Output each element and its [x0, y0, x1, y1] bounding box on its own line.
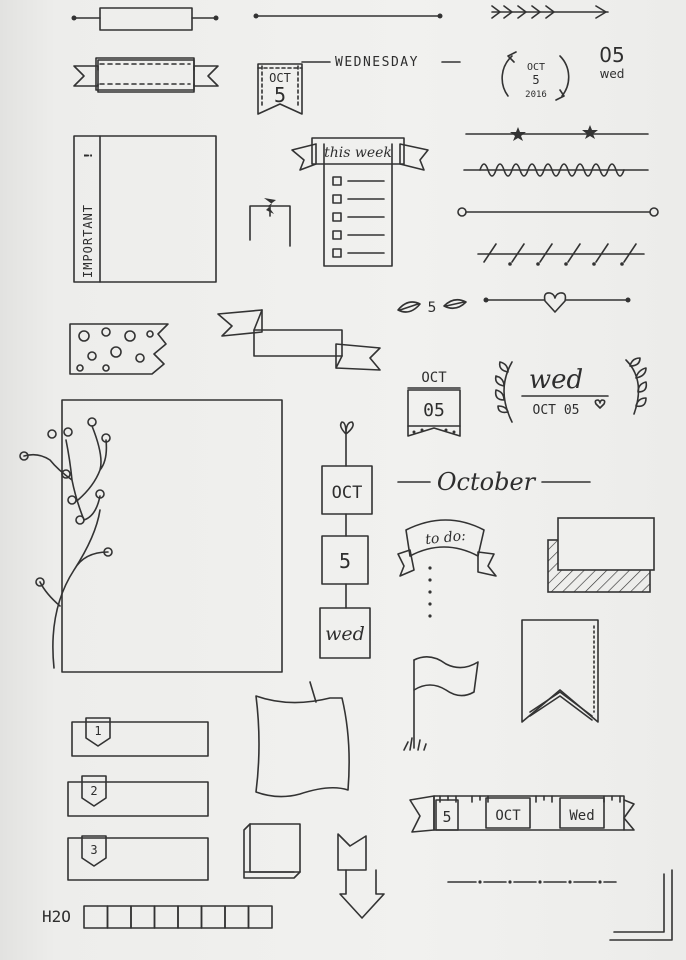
october-label: October: [437, 468, 537, 496]
weekday-label: WEDNESDAY: [335, 55, 419, 70]
top-line-box: [71, 7, 219, 31]
bookmark-ribbon: [521, 619, 599, 723]
oct-05-tab: [407, 387, 461, 437]
clip-corner-frame: [249, 198, 291, 247]
ruler-day: 5: [442, 808, 451, 826]
top-divider-dots: [253, 13, 443, 19]
folded-banner: [217, 309, 381, 371]
numbered-tab-boxes: [67, 717, 209, 881]
water-cup-box[interactable]: [83, 905, 109, 929]
tab-number-2: 2: [90, 784, 97, 798]
date-flag-oct: [257, 63, 303, 115]
circle-end-divider: [457, 207, 659, 217]
stitched-ribbon-banner: [73, 57, 219, 93]
oct-tab-day: 05: [423, 400, 445, 421]
ruler-date-banner: [409, 795, 635, 833]
wreath-date: OCT 05: [533, 403, 580, 418]
water-tracker: [83, 905, 273, 929]
corner-date-weekday: wed: [600, 67, 625, 81]
large-frame: [61, 399, 283, 673]
water-cup-box[interactable]: [247, 905, 273, 929]
down-arrow-icon: [337, 833, 385, 919]
star-divider: [465, 125, 649, 141]
scroll-paper: [255, 681, 350, 798]
water-cup-box[interactable]: [224, 905, 250, 929]
todo-banner: [397, 519, 497, 618]
wreath-weekday: wed: [529, 365, 583, 395]
date-flag-day: 5: [274, 83, 286, 107]
polka-dot-washi-tape: [69, 323, 169, 375]
circle-date-wreath: [501, 51, 570, 101]
water-cup-box[interactable]: [177, 905, 203, 929]
circle-date-day: 5: [532, 73, 539, 87]
shadow-box: [547, 517, 655, 593]
todo-label: to do:: [425, 528, 467, 548]
dash-dot-divider: [447, 880, 617, 884]
stitch-divider: [477, 243, 645, 266]
ruler-month: OCT: [495, 808, 521, 824]
this-week-checklist: [291, 137, 429, 267]
corner-bracket: [609, 869, 673, 941]
leaf-number: 5: [428, 300, 437, 316]
corner-date-day: 05: [599, 43, 624, 67]
flower-branch-illustration: [19, 417, 113, 669]
water-cup-box[interactable]: [130, 905, 156, 929]
hanging-tag-day: 5: [339, 549, 351, 573]
water-label: H2O: [42, 907, 71, 926]
hanging-tag-weekday: wed: [325, 623, 365, 645]
date-flag-month: OCT: [269, 71, 291, 85]
oct-tab-month: OCT: [421, 370, 447, 386]
tab-number-3: 3: [90, 843, 97, 857]
circle-date-year: 2016: [525, 90, 547, 100]
water-cup-box[interactable]: [200, 905, 226, 929]
important-label: IMPORTANT: [81, 204, 95, 278]
important-box: [73, 135, 217, 283]
tab-number-1: 1: [94, 724, 101, 738]
heart-divider: [483, 292, 631, 313]
arrow-divider: [491, 5, 609, 19]
important-mark: !: [82, 153, 95, 158]
stacked-pad: [243, 823, 301, 879]
water-cup-box[interactable]: [106, 905, 132, 929]
laurel-branch-icon: [494, 357, 648, 423]
leaf-icon: [397, 298, 467, 313]
hanging-tag-month: OCT: [332, 483, 363, 503]
flag-icon: [403, 656, 479, 751]
loop-divider: [463, 163, 649, 177]
hanging-date-tags: [319, 421, 373, 659]
circle-date-month: OCT: [527, 62, 545, 73]
this-week-label: this week: [324, 145, 392, 161]
water-cup-box[interactable]: [153, 905, 179, 929]
ruler-weekday: Wed: [569, 808, 594, 824]
